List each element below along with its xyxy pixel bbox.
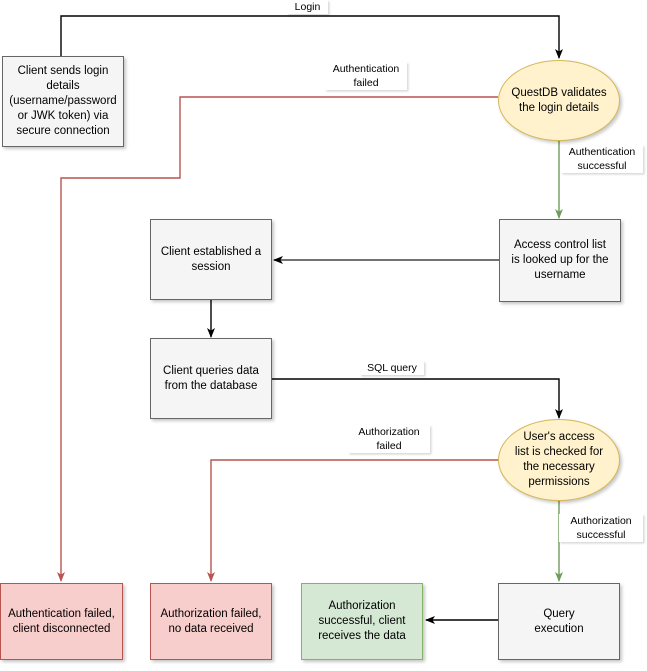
node-questdb-validates[interactable]: QuestDB validates the login details xyxy=(498,60,620,141)
edge-label-authentication-successful: Authentication successful xyxy=(561,145,643,173)
edge-label-authorization-failed: Authorization failed xyxy=(348,425,430,453)
edge-label-authorization-successful: Authorization successful xyxy=(559,514,643,542)
node-authorization-failed-label: Authorization failed, no data received xyxy=(160,607,262,635)
node-authentication-failed[interactable]: Authentication failed, client disconnect… xyxy=(0,583,123,660)
node-authorization-failed[interactable]: Authorization failed, no data received xyxy=(150,583,272,660)
node-client-queries-label: Client queries data from the database xyxy=(163,364,259,392)
edge-sql-query xyxy=(272,378,563,419)
node-authorization-successful[interactable]: Authorization successful, client receive… xyxy=(301,583,423,660)
edge-label-sql-query: SQL query xyxy=(360,361,424,375)
edge-label-authentication-failed: Authentication failed xyxy=(325,62,407,90)
node-access-check[interactable]: User's access list is checked for the ne… xyxy=(498,419,620,501)
node-access-control-list-label: Access control list is looked up for the… xyxy=(511,239,609,281)
node-access-control-list[interactable]: Access control list is looked up for the… xyxy=(499,219,621,302)
edge-login xyxy=(60,15,563,59)
edge-authentication-failed xyxy=(57,96,498,582)
node-authentication-failed-label: Authentication failed, client disconnect… xyxy=(8,607,115,635)
node-client-queries[interactable]: Client queries data from the database xyxy=(150,338,272,419)
node-client-session-label: Client established a session xyxy=(160,245,262,273)
node-access-check-label: User's access list is checked for the ne… xyxy=(514,431,604,488)
node-client-session[interactable]: Client established a session xyxy=(150,219,272,300)
node-authorization-successful-label: Authorization successful, client receive… xyxy=(318,600,406,642)
node-questdb-validates-label: QuestDB validates the login details xyxy=(511,86,607,114)
node-client-login-label: Client sends login details (username/pas… xyxy=(9,65,117,137)
node-query-execution-label: Query execution xyxy=(534,607,584,635)
edge-authorization-failed xyxy=(207,459,499,582)
node-client-login[interactable]: Client sends login details (username/pas… xyxy=(2,56,124,147)
node-query-execution[interactable]: Query execution xyxy=(498,583,620,660)
edge-label-login: Login xyxy=(287,0,328,14)
